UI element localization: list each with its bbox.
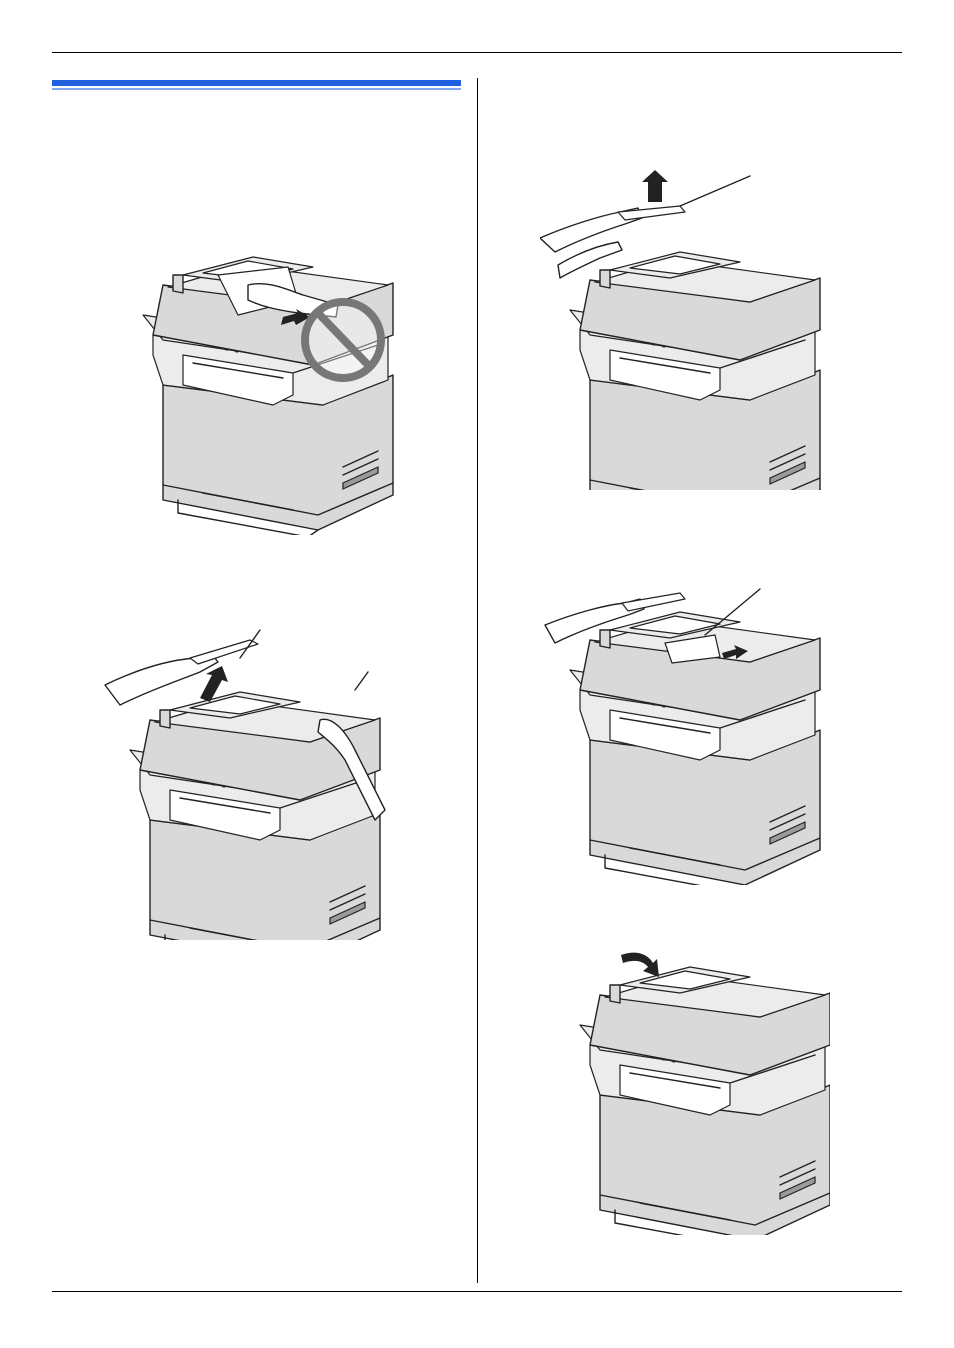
footer-rule xyxy=(52,1291,902,1292)
section-heading-bar xyxy=(52,80,461,86)
open-adf-cover-illustration xyxy=(100,620,400,940)
column-divider xyxy=(477,78,478,1283)
header-rule xyxy=(52,52,902,53)
prohibited-pull-document-illustration xyxy=(138,255,398,535)
close-adf-cover-illustration xyxy=(575,945,830,1235)
remove-jammed-document-illustration xyxy=(540,585,830,885)
lift-adf-cover-illustration xyxy=(540,170,830,490)
section-heading-underline xyxy=(52,88,461,90)
